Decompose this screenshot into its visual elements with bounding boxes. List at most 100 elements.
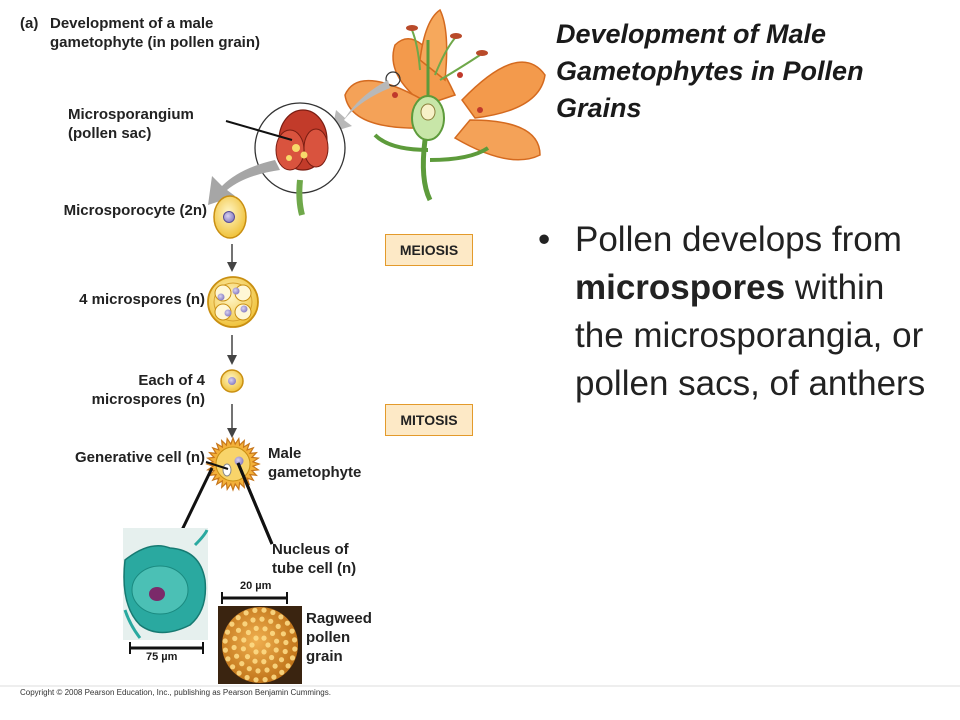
- ragweed-label-line3: grain: [306, 648, 343, 665]
- zoom-arrow-2: [208, 160, 280, 205]
- bullet-point: • Pollen develops from microspores withi…: [538, 216, 958, 516]
- ragweed-spine: [292, 637, 298, 643]
- lily-flower: [344, 8, 546, 202]
- pollen-micrograph: [123, 528, 209, 640]
- ragweed-spine: [289, 628, 295, 634]
- nucleus-tube-cell-label-line1: Nucleus of: [272, 541, 349, 558]
- mitosis-box: MITOSIS: [385, 404, 473, 436]
- scale-label-75um: 75 µm: [146, 651, 178, 663]
- ragweed-spine: [245, 629, 251, 636]
- four-microspores-label: 4 microspores (n): [79, 291, 205, 308]
- ragweed-spine: [283, 639, 289, 646]
- ragweed-spine: [269, 654, 275, 661]
- ragweed-spine: [253, 625, 259, 632]
- bullet-text-bold: microspores: [575, 268, 786, 307]
- ragweed-spine: [259, 616, 265, 622]
- ragweed-spine: [241, 637, 247, 643]
- ragweed-spine: [244, 674, 250, 681]
- ragweed-spine: [234, 653, 240, 659]
- ragweed-spine: [262, 626, 268, 632]
- ragweed-spine: [252, 658, 258, 664]
- bullet-text: Pollen develops from microspores within …: [575, 216, 960, 408]
- ragweed-spine: [236, 670, 242, 676]
- ragweed-spine: [225, 656, 231, 662]
- anther-magnified: [254, 102, 346, 216]
- ragweed-spine: [273, 647, 279, 653]
- ragweed-spine: [280, 631, 286, 637]
- ragweed-spine: [253, 635, 259, 641]
- ragweed-spine: [243, 610, 249, 616]
- bullet-text-part1: Pollen develops from: [575, 220, 902, 259]
- ragweed-spine: [222, 638, 228, 644]
- ragweed-label-line2: pollen: [306, 629, 351, 646]
- meiosis-box: MEIOSIS: [385, 234, 473, 266]
- ragweed-spine: [235, 615, 241, 621]
- slide-title: Development of Male Gametophytes in Poll…: [556, 19, 864, 123]
- ragweed-spine: [265, 642, 271, 648]
- microsporangium-label-line1: Microsporangium: [68, 106, 194, 123]
- ragweed-spine: [240, 646, 246, 652]
- copyright-notice: Copyright © 2008 Pearson Education, Inc.…: [20, 688, 331, 697]
- ragweed-spine: [261, 659, 267, 665]
- ragweed-spine: [292, 646, 298, 652]
- ragweed-spine: [285, 663, 291, 669]
- microsporangium-label-line2: (pollen sac): [68, 125, 152, 142]
- ragweed-spine: [282, 648, 288, 655]
- panel-letter: (a): [20, 15, 39, 32]
- male-gametophyte-label-line1: Male: [268, 445, 302, 462]
- ragweed-spine: [269, 630, 276, 637]
- scale-label-20um: 20 µm: [240, 580, 272, 592]
- ragweed-spine: [262, 677, 268, 683]
- ragweed-spine: [271, 674, 277, 680]
- ragweed-spine: [244, 654, 251, 660]
- ragweed-spine: [250, 617, 256, 623]
- microsporocyte-label: Microsporocyte (2n): [63, 202, 207, 219]
- ragweed-spine: [272, 663, 278, 669]
- ragweed-spine: [278, 614, 284, 620]
- bullet-dot: •: [538, 220, 551, 259]
- male-gametophyte-cell: [205, 436, 261, 492]
- ragweed-spine: [229, 621, 235, 627]
- single-microspore: [220, 369, 244, 393]
- ragweed-spine: [275, 623, 281, 630]
- each-of-four-label-line2: microspores (n): [91, 391, 205, 408]
- ragweed-spine: [279, 669, 285, 676]
- bullet-text-part2: within the microsporangia, or pollen sac…: [575, 268, 926, 403]
- ragweed-spine: [235, 627, 242, 633]
- ragweed-spine: [246, 666, 252, 672]
- ragweed-spine: [230, 664, 236, 670]
- ragweed-spine: [224, 629, 231, 635]
- generative-cell-label: Generative cell (n): [74, 449, 205, 466]
- ragweed-spine: [231, 644, 237, 651]
- ragweed-spine: [274, 638, 280, 644]
- four-microspores: [207, 276, 259, 328]
- microsporocyte-cell: [213, 195, 247, 239]
- ragweed-spine: [261, 607, 267, 613]
- nucleus-tube-cell-label-line2: tube cell (n): [272, 560, 357, 577]
- ragweed-spine: [261, 649, 267, 655]
- panel-title-line1: Development of a male: [50, 15, 214, 32]
- ragweed-spine: [253, 649, 259, 655]
- ragweed-spine: [232, 635, 238, 642]
- male-gametophyte-label-line2: gametophyte: [268, 464, 362, 481]
- panel-title-line2: gametophyte (in pollen grain): [50, 34, 261, 51]
- ragweed-label-line1: Ragweed: [306, 610, 372, 627]
- ragweed-spine: [261, 635, 267, 641]
- ragweed-spine: [278, 657, 285, 663]
- ragweed-spine: [239, 661, 245, 667]
- ragweed-spine: [253, 677, 259, 683]
- ragweed-spine: [252, 607, 258, 614]
- ragweed-spine: [242, 621, 248, 627]
- ragweed-spine: [264, 667, 270, 673]
- ragweed-spine: [255, 668, 261, 674]
- each-of-four-label-line1: Each of 4: [138, 372, 205, 389]
- ragweed-spine: [249, 642, 255, 648]
- ragweed-spine: [270, 609, 276, 616]
- ragweed-spine: [222, 647, 228, 653]
- ragweed-spine: [289, 655, 296, 661]
- zoom-arrow-1: [332, 80, 390, 132]
- ragweed-micrograph: [218, 606, 302, 684]
- ragweed-spine: [268, 618, 274, 624]
- ragweed-spine: [284, 620, 290, 626]
